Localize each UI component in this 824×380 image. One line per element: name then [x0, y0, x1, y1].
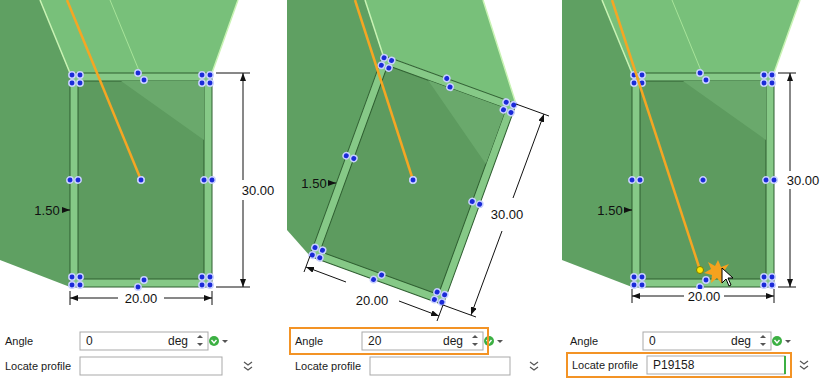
highlight-box: Angle 20 deg: [289, 327, 489, 355]
dimension-line: [513, 114, 544, 198]
panel-1-dimensions: [62, 73, 250, 305]
panel-1-tube: [0, 0, 238, 290]
dimension-line: [399, 301, 439, 316]
panel-2-tube: [287, 0, 520, 309]
tube-edge: [774, 0, 800, 73]
extension-line: [304, 256, 310, 272]
leader-line: [62, 210, 70, 211]
input-field: 0 deg: [643, 332, 755, 350]
dimension-label: 1.50: [597, 203, 622, 218]
field-label: Locate profile: [5, 359, 71, 373]
dimension-line: [306, 267, 346, 282]
tube-edge: [40, 0, 70, 73]
profile-face: [306, 51, 521, 309]
tube-highlight: [672, 0, 702, 73]
center-point: [410, 177, 416, 183]
panel-2-dimensions: [304, 104, 549, 321]
dimension-label: 20.00: [124, 291, 159, 306]
tube-edge: [212, 0, 238, 73]
field-icons: [197, 335, 228, 346]
tube-highlight: [110, 0, 140, 73]
field-label: Angle: [570, 334, 598, 348]
field-value: 0: [649, 332, 656, 350]
input-box: [370, 357, 510, 375]
extension-line: [216, 287, 250, 288]
snap-point: [697, 267, 704, 274]
field-label: Locate profile: [568, 354, 638, 376]
valid-marker: [784, 356, 786, 374]
input-box: [80, 332, 208, 350]
field-value: 0: [86, 332, 93, 350]
dimension-line: [243, 73, 244, 180]
input-field: 0 deg: [80, 332, 192, 350]
dimension-label: 1.50: [301, 176, 326, 191]
dimension-line: [790, 73, 791, 171]
field-label: Angle: [291, 329, 323, 353]
tube-edge: [483, 0, 516, 104]
leader-line: [624, 210, 632, 211]
unit-label: deg: [443, 332, 463, 350]
expand-chevron: [530, 362, 538, 370]
dimension-label: 30.00: [490, 207, 525, 222]
profile-face: [629, 70, 777, 290]
center-point: [138, 177, 144, 183]
mouse-cursor: [722, 268, 733, 286]
dimension-line: [724, 296, 774, 297]
input-field: P19158: [647, 356, 772, 374]
dimension-line: [471, 231, 502, 315]
input-field: 20 deg: [362, 332, 467, 350]
input-box: [362, 332, 483, 350]
dimension-label: 30.00: [241, 183, 276, 198]
expand-chevron: [244, 362, 252, 370]
axis-line: [355, 0, 413, 180]
expand-chevron: [800, 361, 808, 369]
highlight-box: Locate profile P19158: [566, 352, 792, 378]
tube-edge: [365, 0, 383, 55]
panel-3-tube: [562, 0, 800, 290]
input-box: [643, 332, 771, 350]
axis-line: [67, 0, 141, 180]
field-value: P19158: [653, 356, 694, 374]
field-label: Angle: [5, 334, 33, 348]
dimension-line: [243, 200, 244, 287]
leader-line: [328, 183, 336, 184]
dimension-line: [70, 298, 118, 299]
extension-line: [778, 287, 796, 288]
dimension-label: 20.00: [355, 293, 390, 308]
extension-line: [216, 73, 250, 74]
dimension-line: [632, 296, 684, 297]
extension-line: [437, 305, 443, 321]
panel-3-dimensions: [624, 73, 796, 303]
field-value: 20: [368, 332, 381, 350]
unit-label: deg: [731, 332, 751, 350]
dimension-line: [790, 189, 791, 287]
extension-line: [443, 305, 476, 317]
input-box: [647, 356, 785, 374]
dimension-label: 1.50: [34, 203, 59, 218]
dimension-label: 20.00: [687, 289, 722, 304]
panel-1-properties: [80, 332, 252, 375]
axis-line: [612, 0, 700, 270]
tube-top: [40, 0, 238, 73]
field-icons: [760, 335, 791, 346]
dimension-line: [164, 298, 212, 299]
tube-edge: [602, 0, 632, 73]
extension-line: [778, 73, 796, 74]
profile-face: [67, 70, 215, 290]
dimension-label: 30.00: [786, 173, 821, 188]
input-box: [80, 357, 222, 375]
field-label: Locate profile: [295, 359, 361, 373]
unit-label: deg: [168, 332, 188, 350]
